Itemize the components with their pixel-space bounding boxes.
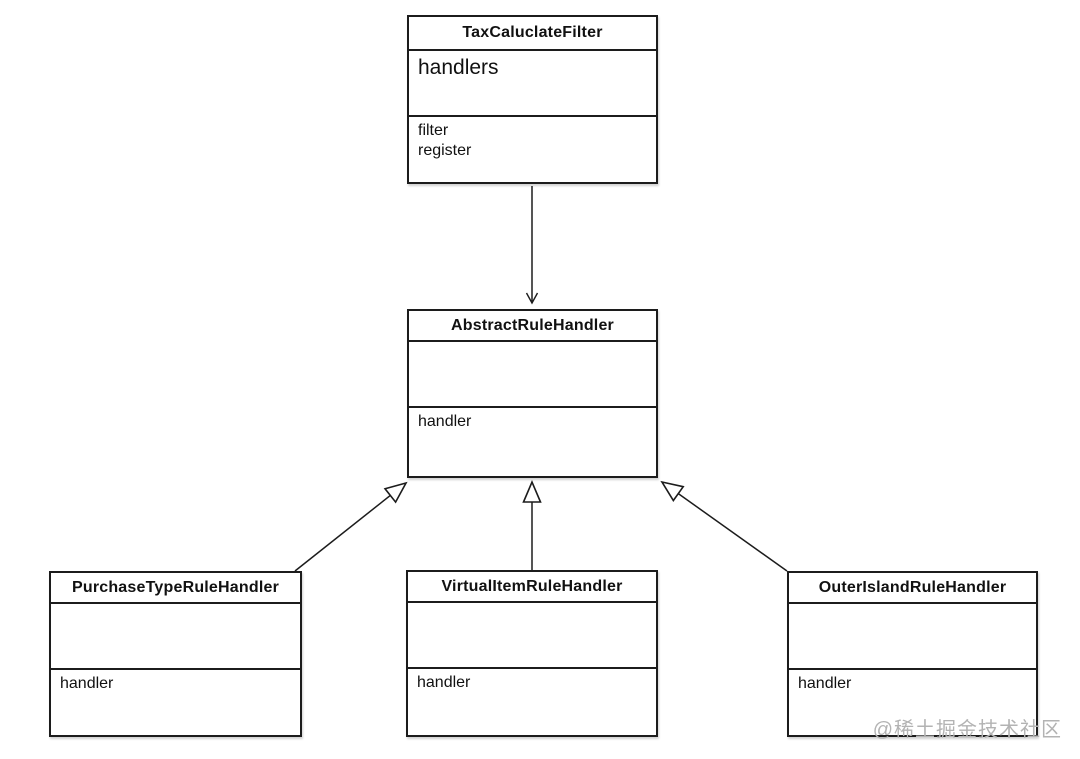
class-name: OuterIslandRuleHandler [789,573,1036,604]
class-attributes [51,604,300,670]
class-methods: filter register [409,117,656,182]
class-attributes [408,603,656,669]
class-methods: handler [408,669,656,735]
method: handler [798,675,852,692]
class-box-taxcaluclatefilter: TaxCaluclateFilter handlers filter regis… [407,15,658,184]
class-methods: handler [409,408,656,476]
method: handler [418,413,472,430]
class-name: AbstractRuleHandler [409,311,656,342]
class-box-purchasetyperulehandler: PurchaseTypeRuleHandler handler [49,571,302,737]
class-name: VirtualItemRuleHandler [408,572,656,603]
class-box-outerislandrulehandler: OuterIslandRuleHandler handler [787,571,1038,737]
class-attributes [409,342,656,408]
class-name: TaxCaluclateFilter [409,17,656,51]
method: filter [418,122,449,139]
generalization-arrow-outerisland [660,480,788,572]
method: handler [60,675,114,692]
class-box-abstractrulehandler: AbstractRuleHandler handler [407,309,658,478]
class-methods: handler [789,670,1036,735]
class-box-virtualitemrulehandler: VirtualItemRuleHandler handler [406,570,658,737]
attribute: handlers [418,56,499,79]
class-attributes [789,604,1036,670]
watermark: @稀土掘金技术社区 [872,719,1062,741]
method: register [418,142,472,159]
class-methods: handler [51,670,300,735]
method: handler [417,674,471,691]
class-attributes: handlers [409,51,656,117]
generalization-arrow-purchasetype [294,481,408,572]
class-name: PurchaseTypeRuleHandler [51,573,300,604]
